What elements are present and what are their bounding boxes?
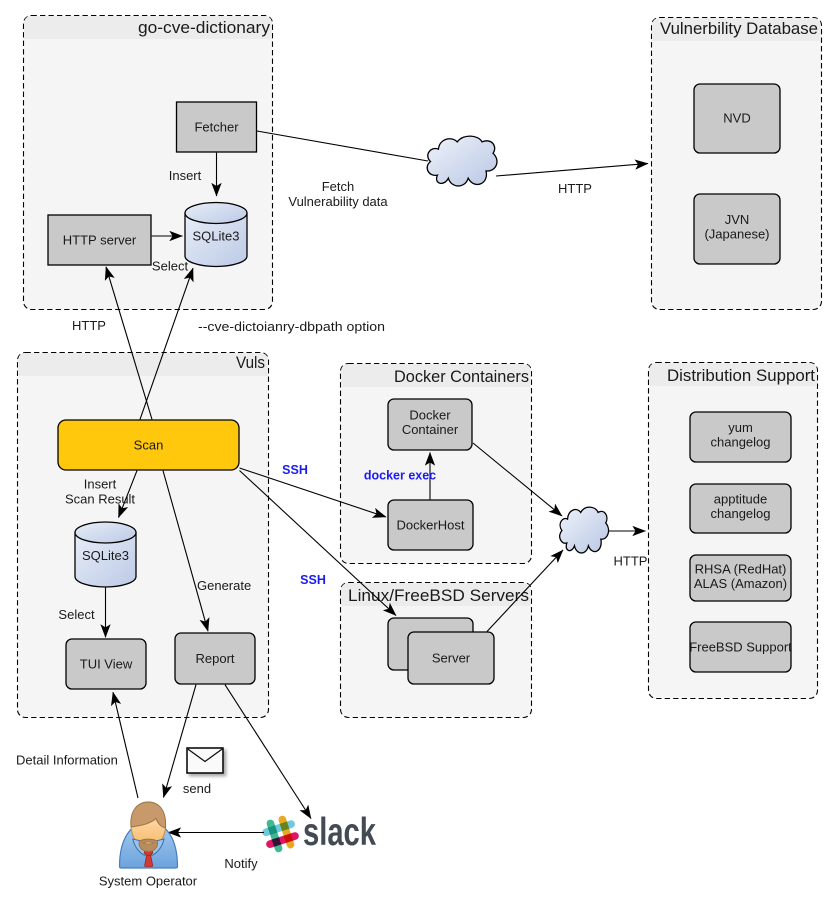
- svg-text:Insert: Insert: [84, 477, 117, 492]
- svg-text:FreeBSD Support: FreeBSD Support: [689, 640, 792, 655]
- svg-text:changelog: changelog: [711, 506, 771, 521]
- svg-text:Container: Container: [402, 422, 459, 437]
- svg-text:RHSA (RedHat): RHSA (RedHat): [695, 562, 787, 577]
- svg-text:apptitude: apptitude: [714, 492, 768, 507]
- svg-text:DockerHost: DockerHost: [397, 518, 465, 533]
- svg-text:docker exec: docker exec: [364, 469, 436, 483]
- svg-text:Scan: Scan: [134, 438, 164, 453]
- svg-text:Detail Information: Detail Information: [16, 753, 118, 768]
- svg-text:Vuls: Vuls: [236, 353, 265, 372]
- svg-text:Report: Report: [195, 651, 234, 666]
- svg-text:go-cve-dictionary: go-cve-dictionary: [138, 18, 270, 37]
- svg-text:ALAS (Amazon): ALAS (Amazon): [694, 576, 787, 591]
- svg-text:Server: Server: [432, 651, 471, 666]
- svg-text:NVD: NVD: [723, 111, 750, 126]
- svg-text:(Japanese): (Japanese): [704, 227, 769, 242]
- svg-text:Linux/FreeBSD Servers: Linux/FreeBSD Servers: [348, 586, 529, 605]
- svg-text:yum: yum: [728, 420, 753, 435]
- svg-text:HTTP: HTTP: [72, 318, 106, 333]
- svg-text:Fetcher: Fetcher: [194, 120, 239, 135]
- svg-text:SQLite3: SQLite3: [82, 548, 129, 563]
- svg-text:JVN: JVN: [725, 212, 750, 227]
- svg-text:SQLite3: SQLite3: [193, 229, 240, 244]
- svg-text:Scan Result: Scan Result: [65, 492, 135, 507]
- svg-text:Notify: Notify: [224, 856, 258, 871]
- svg-text:--cve-dictoianry-dbpath option: --cve-dictoianry-dbpath option: [198, 319, 385, 334]
- svg-text:Docker: Docker: [409, 408, 451, 423]
- svg-text:Docker Containers: Docker Containers: [394, 367, 529, 386]
- svg-text:send: send: [183, 781, 211, 796]
- svg-text:Distribution Support: Distribution Support: [667, 366, 815, 385]
- svg-text:HTTP server: HTTP server: [63, 233, 137, 248]
- svg-text:changelog: changelog: [711, 435, 771, 450]
- svg-text:Generate: Generate: [197, 578, 251, 593]
- svg-text:SSH: SSH: [282, 463, 308, 477]
- svg-text:Select: Select: [58, 607, 95, 622]
- svg-text:Vulnerbility Database: Vulnerbility Database: [660, 19, 818, 38]
- svg-text:SSH: SSH: [300, 573, 326, 587]
- svg-text:HTTP: HTTP: [614, 554, 648, 569]
- svg-text:Vulnerability data: Vulnerability data: [288, 194, 388, 209]
- svg-text:Insert: Insert: [169, 168, 202, 183]
- svg-text:slack: slack: [303, 811, 376, 854]
- svg-text:System Operator: System Operator: [99, 874, 198, 889]
- svg-text:TUI View: TUI View: [80, 657, 133, 672]
- svg-text:Fetch: Fetch: [322, 179, 355, 194]
- svg-text:HTTP: HTTP: [558, 181, 592, 196]
- svg-text:Select: Select: [152, 259, 189, 274]
